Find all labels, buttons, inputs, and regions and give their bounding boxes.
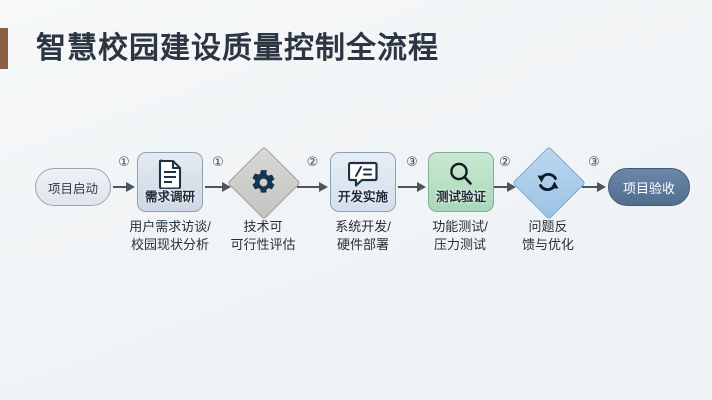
caption-line: 可行性评估 — [230, 237, 296, 252]
document-icon — [157, 159, 183, 189]
caption-line: 系统开发/ — [335, 219, 391, 234]
caption-feasibility: 技术可 可行性评估 — [208, 218, 318, 254]
connector-number-2: ① — [212, 154, 224, 169]
connector-number-3: ② — [306, 154, 319, 169]
flow-node-start-label: 项目启动 — [47, 181, 98, 196]
title-accent-bar — [0, 28, 8, 69]
caption-line: 馈与优化 — [521, 237, 574, 252]
caption-line: 技术可 — [243, 219, 283, 234]
flow-node-testing[interactable]: 测试验证 — [428, 152, 494, 212]
arrow-head-icon — [222, 182, 231, 192]
flow-connector-4: ③ — [398, 154, 426, 194]
connector-shaft — [494, 185, 507, 189]
connector-shaft — [297, 185, 319, 189]
magnifier-icon — [447, 159, 475, 189]
caption-line: 功能测试/ — [432, 219, 488, 234]
connector-shaft — [398, 185, 417, 189]
flow-node-end-label: 项目验收 — [622, 180, 675, 196]
arrow-head-icon — [507, 182, 516, 192]
connector-number-5: ② — [499, 154, 511, 169]
arrow-head-icon — [597, 182, 606, 192]
flow-node-development[interactable]: 开发实施 — [330, 152, 396, 212]
connector-shaft — [113, 185, 126, 189]
connector-number-4: ③ — [406, 154, 418, 169]
page-title: 智慧校园建设质量控制全流程 — [36, 32, 439, 65]
caption-line: 问题反 — [528, 219, 568, 234]
arrow-head-icon — [417, 182, 426, 192]
connector-shaft — [582, 185, 597, 189]
arrow-head-icon — [319, 182, 328, 192]
caption-feedback: 问题反 馈与优化 — [494, 218, 602, 254]
flow-connector-5: ② — [494, 154, 516, 194]
caption-line: 校园现状分析 — [130, 237, 209, 252]
caption-development: 系统开发/ 硬件部署 — [307, 218, 419, 254]
flow-node-feasibility[interactable] — [227, 146, 301, 220]
refresh-cycle-icon — [516, 150, 580, 214]
process-flow-diagram: 项目启动 ① 需求调研 ① — [0, 130, 712, 280]
caption-line: 用户需求访谈/ — [129, 219, 211, 234]
flow-node-testing-label: 测试验证 — [435, 190, 486, 204]
caption-requirements: 用户需求访谈/ 校园现状分析 — [110, 218, 230, 254]
code-bubble-icon — [348, 159, 378, 189]
connector-number-6: ③ — [588, 154, 600, 169]
flow-node-requirements[interactable]: 需求调研 — [137, 152, 203, 212]
arrow-head-icon — [126, 182, 135, 192]
flow-connector-1: ① — [113, 154, 135, 194]
caption-line: 压力测试 — [433, 237, 486, 252]
flow-node-end[interactable]: 项目验收 — [608, 168, 690, 206]
connector-number-1: ① — [118, 154, 130, 169]
flow-node-start[interactable]: 项目启动 — [35, 168, 111, 206]
gear-icon — [231, 150, 295, 214]
flow-node-development-label: 开发实施 — [337, 190, 388, 204]
flow-connector-2: ① — [205, 154, 231, 194]
flow-connector-6: ③ — [582, 154, 606, 194]
caption-line: 硬件部署 — [336, 237, 389, 252]
caption-testing: 功能测试/ 压力测试 — [404, 218, 516, 254]
flow-connector-3: ② — [297, 154, 328, 194]
flow-node-requirements-label: 需求调研 — [144, 190, 195, 204]
connector-shaft — [205, 185, 222, 189]
flow-node-feedback[interactable] — [512, 146, 586, 220]
